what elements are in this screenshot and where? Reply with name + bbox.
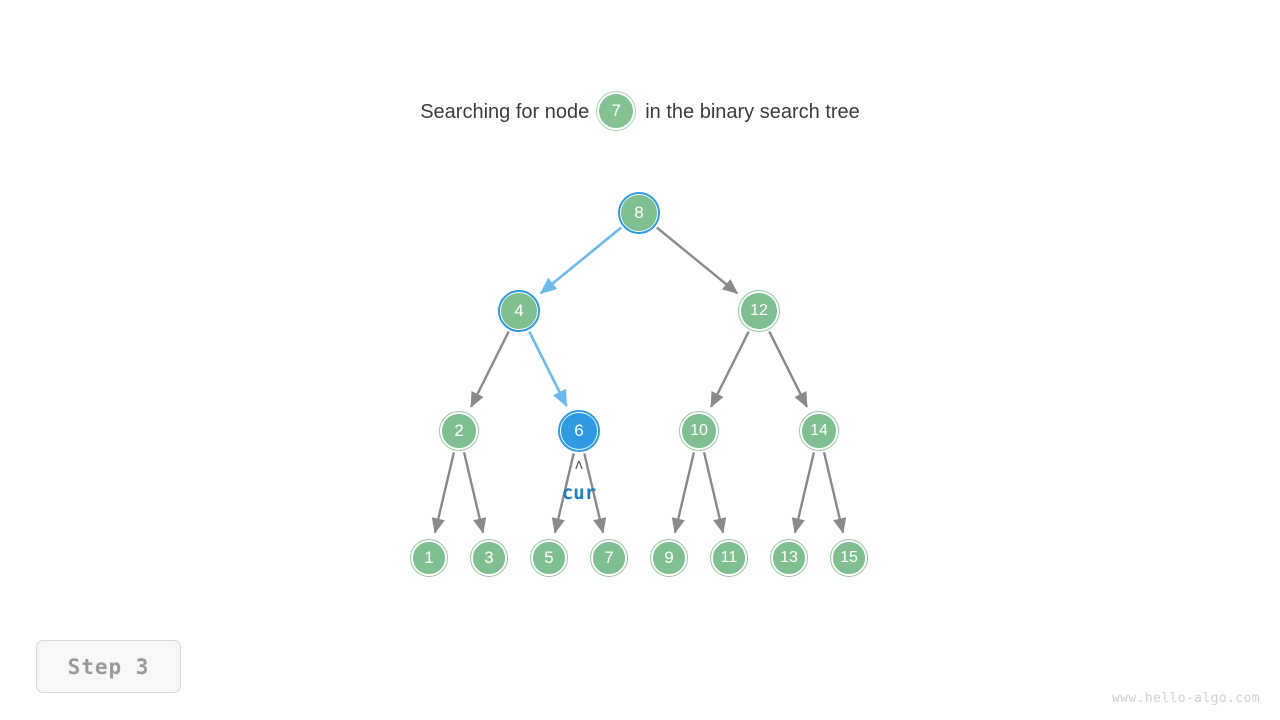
tree-edge [702, 452, 727, 534]
tree-node-label: 6 [574, 421, 584, 441]
tree-node-label: 8 [634, 203, 644, 223]
caret-icon: ʌ [574, 457, 584, 473]
tree-node-fill: 1 [413, 542, 445, 574]
title-suffix: in the binary search tree [645, 101, 860, 123]
tree-node-fill: 3 [473, 542, 505, 574]
tree-node-fill: 6 [561, 413, 597, 449]
tree-node-ring [770, 539, 808, 577]
tree-edge [431, 452, 456, 534]
tree-node-ring [558, 410, 600, 452]
tree-node-3[interactable]: 3 [470, 539, 508, 577]
tree-node-8[interactable]: 8 [618, 192, 660, 234]
tree-node-ring [590, 539, 628, 577]
tree-edge [528, 330, 568, 407]
tree-edge [671, 452, 696, 534]
badge-ring [596, 91, 637, 131]
tree-node-fill: 11 [713, 542, 745, 574]
tree-node-label: 11 [720, 548, 738, 566]
tree-node-4[interactable]: 4 [498, 290, 540, 332]
tree-node-fill: 13 [773, 542, 805, 574]
watermark: www.hello-algo.com [1111, 691, 1260, 706]
tree-node-6[interactable]: 6 [558, 410, 600, 452]
tree-node-label: 12 [750, 301, 768, 319]
tree-node-13[interactable]: 13 [770, 539, 808, 577]
tree-edge [539, 226, 623, 295]
tree-node-fill: 12 [741, 293, 777, 329]
tree-node-label: 7 [604, 548, 614, 568]
tree-node-fill: 4 [501, 293, 537, 329]
tree-node-ring [830, 539, 868, 577]
tree-node-label: 15 [840, 548, 858, 566]
tree-edge [822, 452, 847, 534]
tree-node-ring [799, 411, 839, 451]
tree-node-ring [498, 290, 540, 332]
cur-pointer-label: cur [561, 482, 597, 504]
tree-node-ring [650, 539, 688, 577]
tree-node-label: 1 [424, 548, 434, 568]
tree-node-fill: 7 [593, 542, 625, 574]
tree-node-ring [679, 411, 719, 451]
tree-edge [791, 452, 816, 534]
tree-node-fill: 2 [442, 414, 476, 448]
tree-node-fill: 5 [533, 542, 565, 574]
tree-node-label: 10 [690, 421, 708, 439]
tree-edge [462, 452, 487, 534]
tree-node-label: 4 [514, 301, 524, 321]
tree-node-label: 9 [664, 548, 674, 568]
tree-node-7[interactable]: 7 [590, 539, 628, 577]
tree-node-15[interactable]: 15 [830, 539, 868, 577]
tree-edge [709, 331, 750, 408]
tree-node-fill: 10 [682, 414, 716, 448]
tree-node-10[interactable]: 10 [679, 411, 719, 451]
step-badge: Step 3 [36, 640, 181, 693]
tree-node-fill: 14 [802, 414, 836, 448]
title-prefix: Searching for node [420, 101, 590, 123]
tree-node-ring [470, 539, 508, 577]
tree-node-14[interactable]: 14 [799, 411, 839, 451]
tree-node-12[interactable]: 12 [738, 290, 780, 332]
tree-node-ring [530, 539, 568, 577]
tree-node-9[interactable]: 9 [650, 539, 688, 577]
tree-edge [583, 453, 607, 534]
tree-edge [656, 226, 739, 295]
step-badge-label: Step 3 [67, 654, 150, 679]
page-title: Searching for node 7 in the binary searc… [0, 91, 1280, 133]
tree-node-1[interactable]: 1 [410, 539, 448, 577]
tree-node-ring [410, 539, 448, 577]
tree-node-label: 13 [780, 548, 798, 566]
tree-edge [768, 331, 809, 408]
tree-edge [469, 331, 510, 408]
tree-node-ring [710, 539, 748, 577]
tree-node-5[interactable]: 5 [530, 539, 568, 577]
search-target-badge: 7 [596, 91, 638, 133]
tree-node-fill: 8 [621, 195, 657, 231]
tree-edge [551, 453, 575, 534]
tree-node-label: 5 [544, 548, 554, 568]
tree-node-ring [738, 290, 780, 332]
tree-node-2[interactable]: 2 [439, 411, 479, 451]
tree-node-fill: 15 [833, 542, 865, 574]
cur-pointer: ʌ cur [543, 458, 615, 504]
tree-node-ring [439, 411, 479, 451]
tree-node-ring [618, 192, 660, 234]
tree-node-fill: 9 [653, 542, 685, 574]
tree-node-label: 2 [454, 421, 464, 441]
badge-value: 7 [599, 94, 634, 128]
tree-node-label: 3 [484, 548, 494, 568]
tree-node-label: 14 [810, 421, 828, 439]
tree-node-11[interactable]: 11 [710, 539, 748, 577]
